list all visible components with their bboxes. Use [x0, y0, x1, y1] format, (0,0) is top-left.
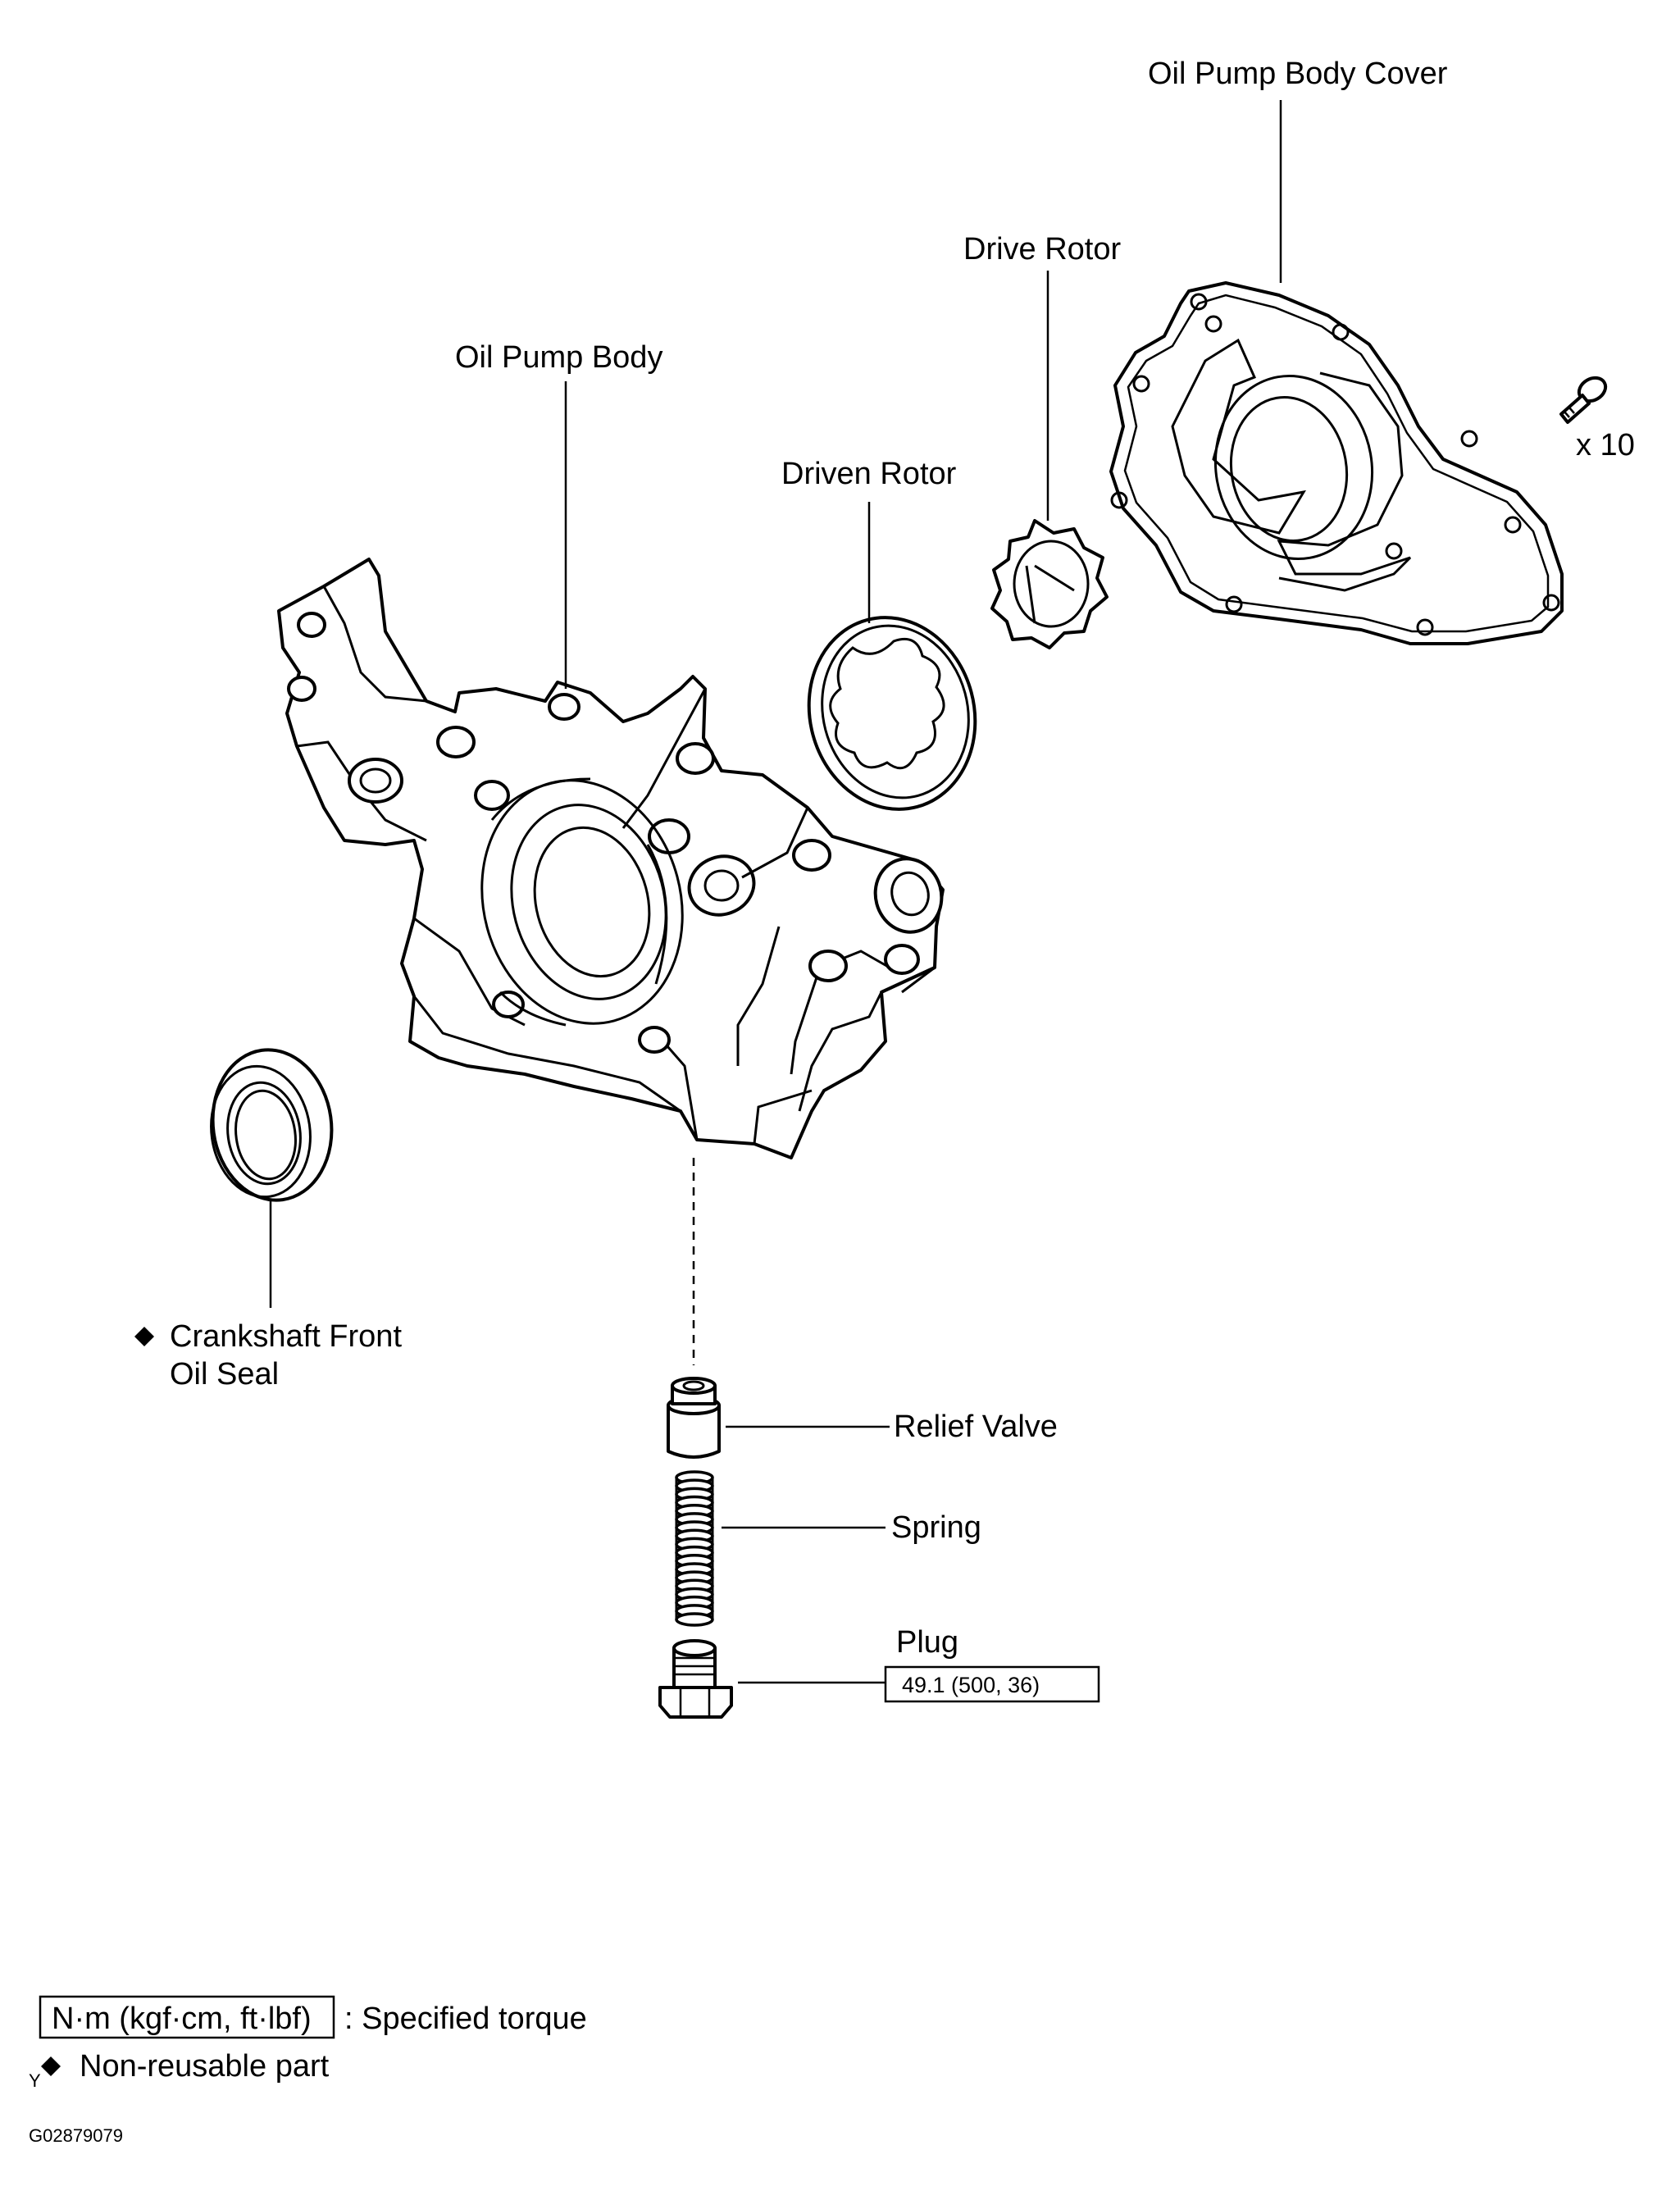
- oil-pump-body: [277, 558, 945, 1159]
- plug-torque-value: 49.1 (500, 36): [902, 1673, 1040, 1697]
- torque-box: [884, 1665, 1100, 1703]
- label-relief-valve: Relief Valve: [894, 1410, 1058, 1444]
- relief-valve: [667, 1377, 721, 1459]
- legend-diamond-icon: [41, 2056, 61, 2076]
- leader-lines: [269, 100, 1282, 1684]
- drive-rotor: [990, 519, 1109, 649]
- driven-rotor: [807, 616, 977, 811]
- bolt-icon: [1559, 376, 1608, 424]
- label-seal-line2: Oil Seal: [170, 1357, 279, 1391]
- spring-outline: [675, 1478, 714, 1619]
- oil-pump-body-cover: [1109, 281, 1564, 645]
- spring-coil: [675, 1612, 714, 1627]
- figure-id: G02879079: [29, 2125, 123, 2146]
- label-driven-rotor: Driven Rotor: [781, 457, 957, 491]
- legend-torque-box: [39, 1995, 335, 2039]
- label-seal-line1: Crankshaft Front: [170, 1319, 402, 1354]
- label-plug: Plug: [896, 1625, 958, 1660]
- crankshaft-front-oil-seal: [210, 1048, 334, 1202]
- legend-nonreusable-desc: Non-reusable part: [80, 2049, 330, 2084]
- label-oil-pump-body-cover: Oil Pump Body Cover: [1148, 57, 1448, 91]
- legend-torque-unit: N·m (kgf·cm, ft·lbf): [52, 2002, 312, 2036]
- label-drive-rotor: Drive Rotor: [963, 232, 1121, 266]
- legend-torque-desc: : Specified torque: [344, 2002, 587, 2036]
- spring: [675, 1470, 714, 1627]
- label-spring: Spring: [891, 1510, 981, 1545]
- label-oil-pump-body: Oil Pump Body: [455, 340, 662, 375]
- legend-y-mark: Y: [29, 2070, 41, 2091]
- diamond-icon: [134, 1327, 154, 1346]
- label-bolt-qty: x 10: [1576, 428, 1635, 462]
- plug: [658, 1639, 733, 1719]
